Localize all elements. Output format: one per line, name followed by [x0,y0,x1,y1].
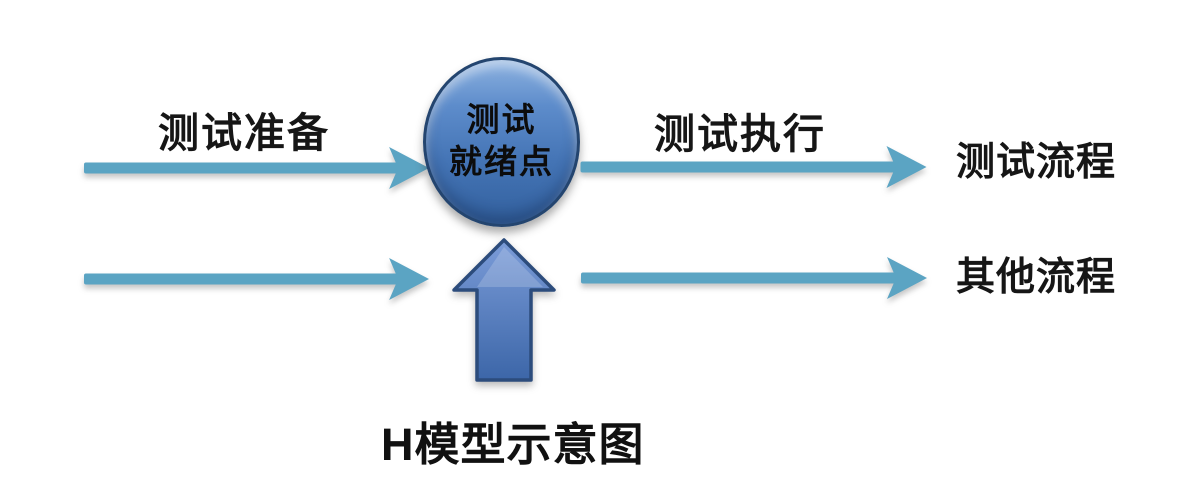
arrow-other-flow-right [581,257,927,299]
arrow-test-preparation [83,147,429,189]
node-test-ready-point: 测试 就绪点 [423,57,580,227]
arrow-test-execution [580,146,927,188]
node-label-line1: 测试 [466,102,537,139]
up-arrow-shape [452,238,556,382]
diagram-caption: H模型示意图 [381,419,645,470]
arrow-head [389,258,429,300]
arrow-head [887,257,927,299]
up-arrow-highlight [477,247,543,287]
arrow-head [886,146,927,188]
label-test-execution: 测试执行 [654,111,826,157]
arrow-other-flow-left [83,258,429,300]
arrow-head [389,147,429,189]
arrow-shaft [580,161,897,173]
arrow-shaft [581,272,897,284]
node-label-line2: 就绪点 [449,145,554,181]
arrow-shaft [83,162,400,174]
up-arrow [452,238,556,382]
arrow-shaft [83,273,400,285]
label-test-flow: 测试流程 [956,141,1117,184]
label-other-flow: 其他流程 [956,256,1117,299]
label-test-preparation: 测试准备 [158,110,330,156]
